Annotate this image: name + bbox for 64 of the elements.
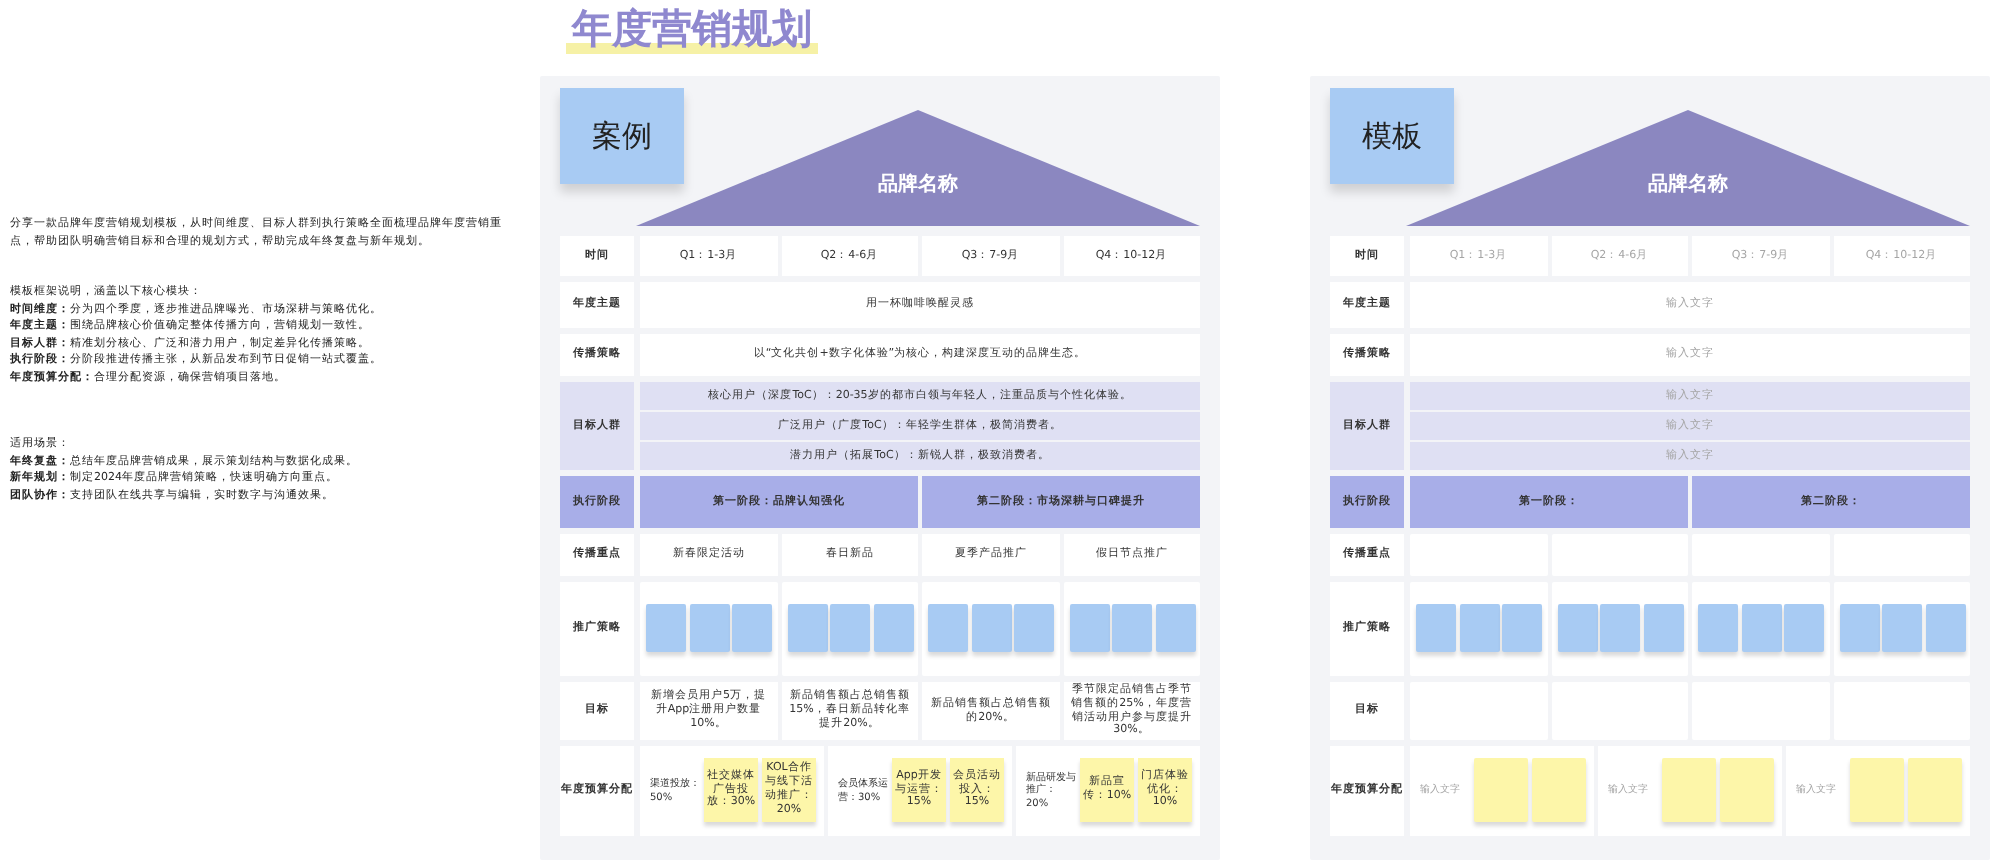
sticky-note xyxy=(732,604,772,652)
table-cell xyxy=(640,746,824,836)
table-cell xyxy=(1598,746,1782,836)
sticky-note xyxy=(1908,758,1962,822)
sticky-note xyxy=(1600,604,1640,652)
table-cell xyxy=(1833,582,1970,676)
sticky-note xyxy=(1662,758,1716,822)
sticky-note xyxy=(1720,758,1774,822)
sticky-note xyxy=(873,604,913,652)
sticky-note xyxy=(1532,758,1586,822)
sticky-note xyxy=(1474,758,1528,822)
panel-background xyxy=(540,76,1220,860)
sticky-note xyxy=(1839,604,1879,652)
sticky-note xyxy=(892,758,946,822)
table-cell xyxy=(922,582,1059,676)
sticky-note xyxy=(1925,604,1965,652)
sticky-note xyxy=(950,758,1004,822)
tag-text: 案例 xyxy=(592,117,652,155)
sticky-note xyxy=(1741,604,1781,652)
table-cell xyxy=(1063,582,1200,676)
stage-cell xyxy=(922,476,1200,528)
sticky-note xyxy=(1698,604,1738,652)
sticky-note xyxy=(1784,604,1824,652)
sticky-note xyxy=(1416,604,1456,652)
stage-cell xyxy=(1692,476,1970,528)
table-cell xyxy=(640,582,777,676)
banner-text: 品牌名称 xyxy=(1648,173,1728,198)
table-cell xyxy=(1016,746,1200,836)
stage-cell xyxy=(1410,476,1688,528)
sticky-note xyxy=(704,758,758,822)
table-cell xyxy=(1410,582,1547,676)
sticky-note xyxy=(1080,758,1134,822)
tag-text: 模板 xyxy=(1362,117,1422,155)
sticky-note xyxy=(1502,604,1542,652)
table-cell xyxy=(1692,582,1829,676)
sticky-note xyxy=(1138,758,1192,822)
sticky-note xyxy=(689,604,729,652)
table-cell xyxy=(1786,746,1970,836)
banner-text: 品牌名称 xyxy=(878,173,958,198)
sticky-note xyxy=(1850,758,1904,822)
table-cell xyxy=(828,746,1012,836)
section-tag xyxy=(560,88,684,184)
table-cell xyxy=(1551,582,1688,676)
sticky-note xyxy=(1459,604,1499,652)
sticky-note xyxy=(646,604,686,652)
sticky-note xyxy=(1069,604,1109,652)
sticky-note xyxy=(1155,604,1195,652)
sticky-note xyxy=(971,604,1011,652)
sticky-note xyxy=(1643,604,1683,652)
row-header-cell xyxy=(1330,476,1404,528)
row-header-cell xyxy=(560,476,634,528)
sticky-note xyxy=(1112,604,1152,652)
panel-background xyxy=(1310,76,1990,860)
sticky-note xyxy=(1014,604,1054,652)
stage-cell xyxy=(640,476,918,528)
sticky-note xyxy=(1557,604,1597,652)
page-title: 年度营销规划 xyxy=(566,4,818,54)
section-tag xyxy=(1330,88,1454,184)
table-cell xyxy=(1410,746,1594,836)
sticky-note xyxy=(1882,604,1922,652)
sticky-note xyxy=(830,604,870,652)
sticky-note xyxy=(928,604,968,652)
table-cell xyxy=(781,582,918,676)
sticky-note xyxy=(787,604,827,652)
